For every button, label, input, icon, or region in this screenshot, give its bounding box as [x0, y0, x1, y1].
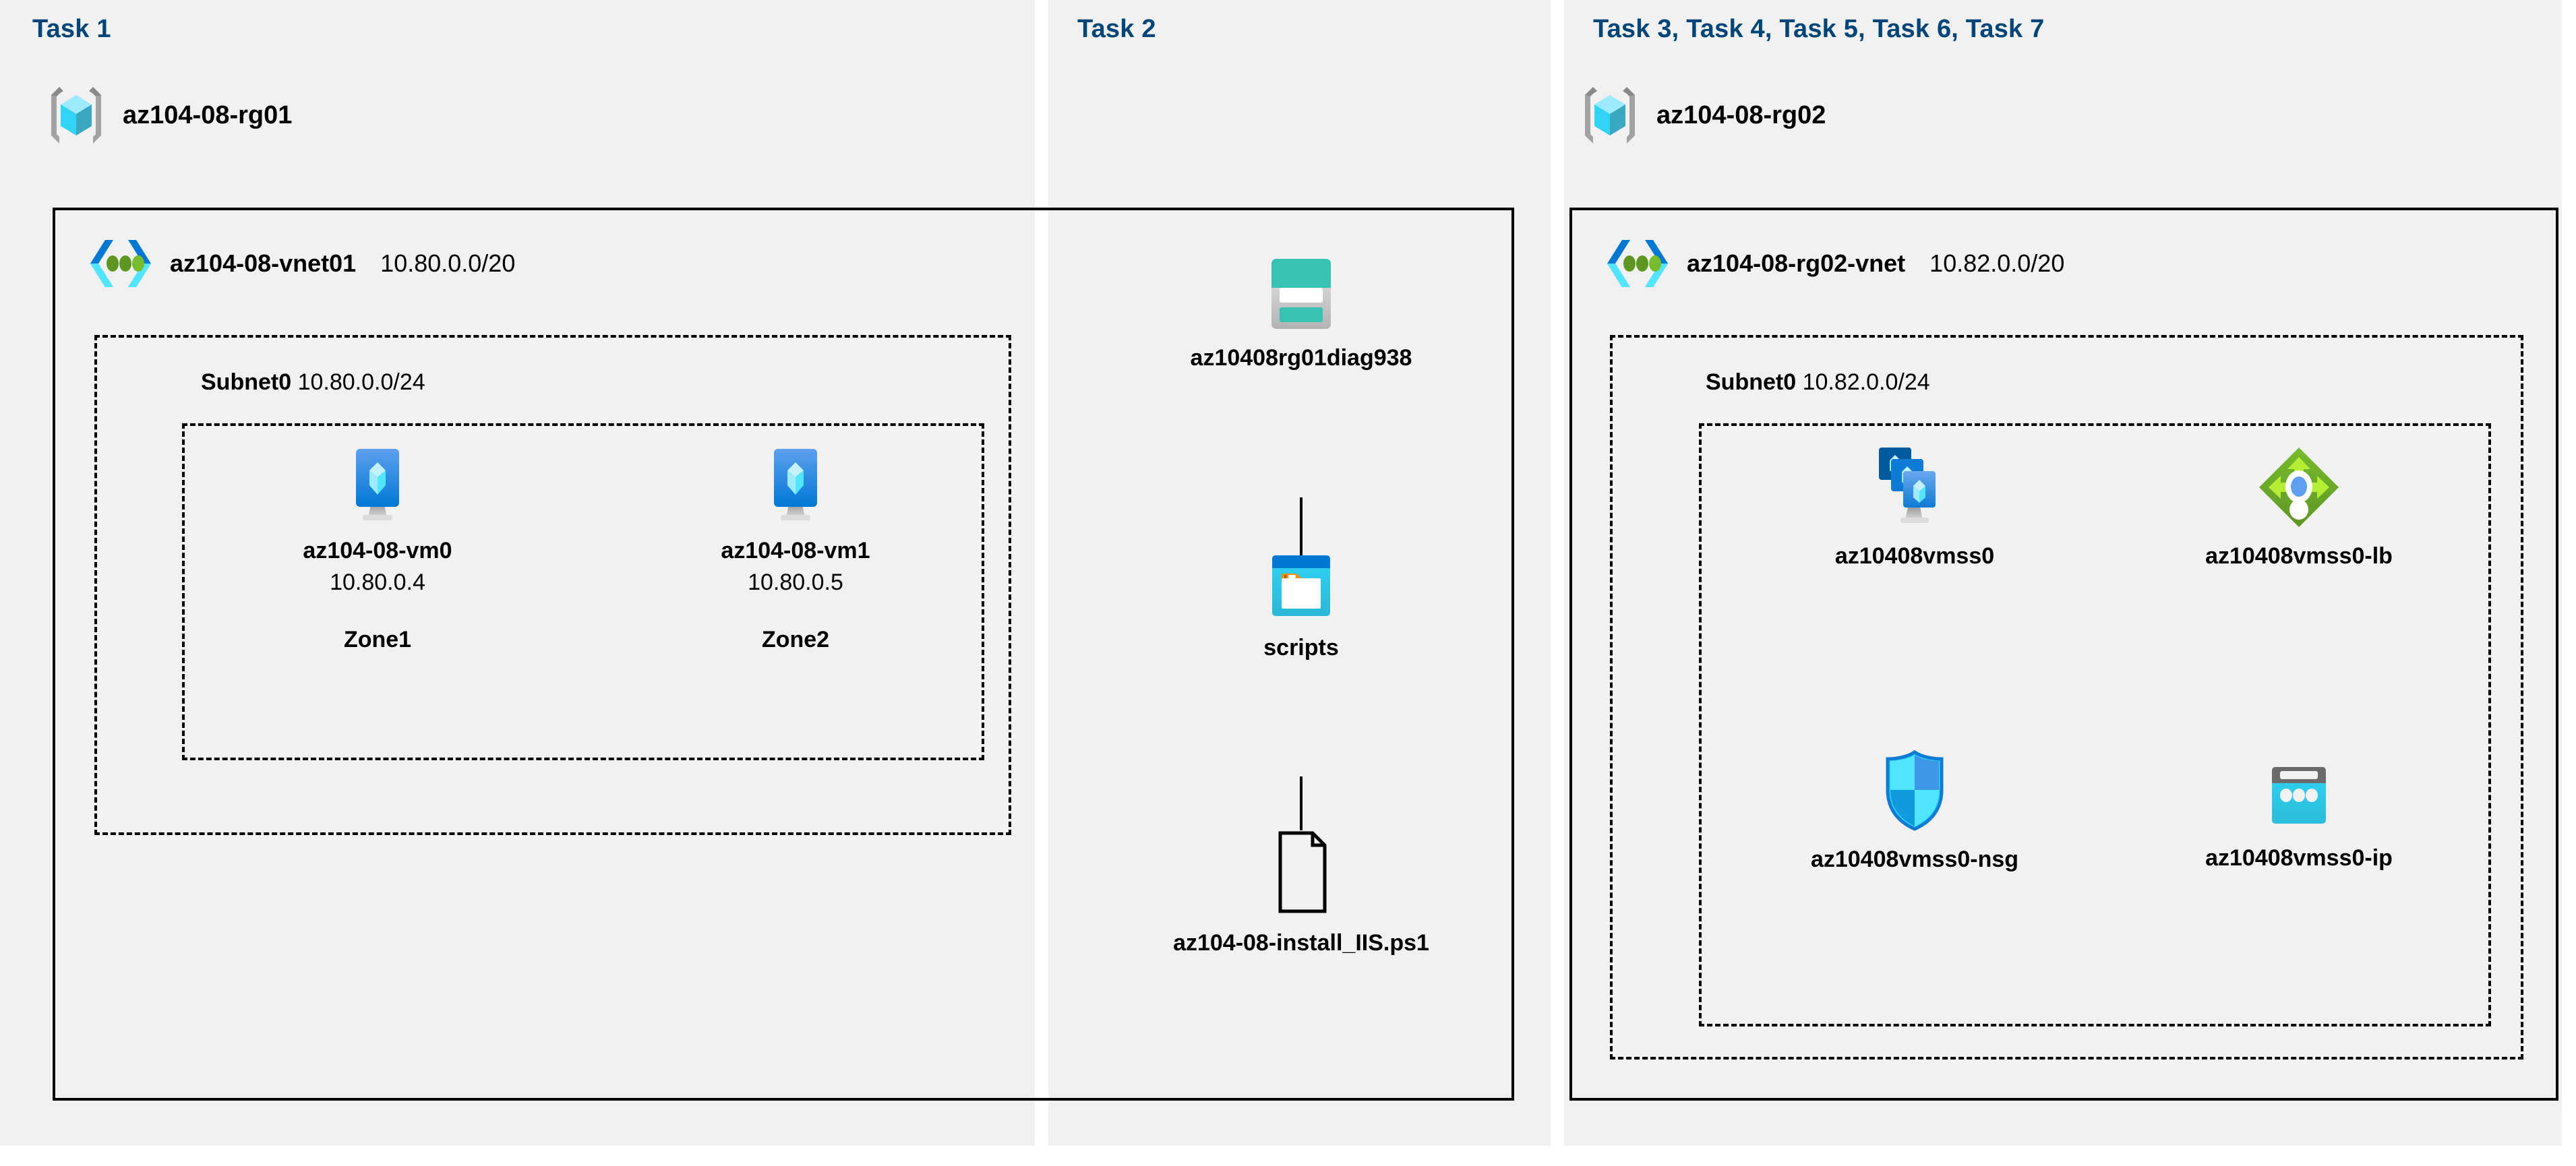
node-script-file[interactable]: az104-08-install_IIS.ps1	[1092, 829, 1510, 956]
node-vm1-zone: Zone2	[761, 627, 830, 652]
virtual-network-icon	[1605, 237, 1671, 290]
node-load-balancer-name: az10408vmss0-lb	[2205, 543, 2393, 569]
node-vm-scale-set-name: az10408vmss0	[1834, 543, 1995, 569]
resource-group-icon	[47, 84, 105, 146]
resource-group-row-rg02: az104-08-rg02	[1581, 84, 1826, 146]
node-blob-container[interactable]: scripts	[1146, 553, 1456, 661]
subnet-label-1: Subnet0 10.80.0.0/24	[201, 369, 425, 396]
node-vm0[interactable]: az104-08-vm0 10.80.0.4 Zone1	[263, 445, 492, 653]
subnet-label-2: Subnet0 10.82.0.0/24	[1706, 369, 1930, 396]
resource-group-label-rg01: az104-08-rg01	[123, 100, 293, 129]
public-ip-address-icon	[2264, 762, 2334, 832]
resource-group-row-rg01: az104-08-rg01	[47, 84, 292, 146]
subnet-cidr-1: 10.80.0.0/24	[297, 369, 425, 395]
vnet-name-2: az104-08-rg02-vnet	[1687, 249, 1906, 277]
virtual-machine-icon	[340, 445, 415, 524]
blob-container-icon	[1266, 553, 1336, 621]
network-security-group-icon	[1880, 748, 1950, 833]
connector-storage-to-scripts	[1300, 497, 1302, 557]
vnet-cidr-2: 10.82.0.0/20	[1929, 249, 2065, 277]
node-public-ip-address[interactable]: az10408vmss0-ip	[2151, 762, 2447, 871]
vnet-boundary-1	[53, 208, 1514, 1101]
node-public-ip-address-name: az10408vmss0-ip	[2205, 845, 2393, 871]
node-vm0-ip: 10.80.0.4	[330, 570, 425, 595]
vnet-cidr-1: 10.80.0.0/20	[380, 249, 516, 277]
node-vm1-name: az104-08-vm1	[721, 538, 870, 563]
node-network-security-group-name: az10408vmss0-nsg	[1810, 847, 2019, 872]
task-title-3: Task 3, Task 4, Task 5, Task 6, Task 7	[1593, 15, 2045, 43]
zone-group-boundary-1	[182, 423, 984, 760]
vnet-header-1: az104-08-vnet01 10.80.0.0/20	[88, 237, 515, 290]
vnet-name-1: az104-08-vnet01	[170, 249, 357, 277]
virtual-network-icon	[88, 237, 154, 290]
node-vm1[interactable]: az104-08-vm1 10.80.0.5 Zone2	[681, 445, 910, 653]
resource-group-boundary-inner-2	[1699, 423, 2491, 1026]
node-network-security-group[interactable]: az10408vmss0-nsg	[1766, 748, 2063, 873]
node-load-balancer[interactable]: az10408vmss0-lb	[2151, 445, 2447, 570]
script-file-icon	[1265, 829, 1337, 917]
node-vm-scale-set[interactable]: az10408vmss0	[1766, 445, 2063, 570]
subnet-name-1: Subnet0	[201, 369, 292, 395]
node-blob-container-name: scripts	[1263, 635, 1339, 661]
node-script-file-name: az104-08-install_IIS.ps1	[1173, 930, 1429, 956]
connector-scripts-to-script-file	[1300, 776, 1302, 830]
task-title-1: Task 1	[32, 15, 111, 43]
subnet-cidr-2: 10.82.0.0/24	[1802, 369, 1930, 395]
vnet-boundary-2	[1569, 208, 2558, 1101]
task-title-2: Task 2	[1077, 15, 1156, 43]
node-storage-account-name: az10408rg01diag938	[1190, 345, 1412, 371]
node-vm0-name: az104-08-vm0	[303, 538, 452, 563]
task-panel-3	[1564, 0, 2562, 1146]
subnet-name-2: Subnet0	[1706, 369, 1797, 395]
node-storage-account[interactable]: az10408rg01diag938	[1119, 256, 1483, 371]
subnet-boundary-1	[94, 335, 1011, 835]
virtual-machine-icon	[758, 445, 833, 524]
node-vm0-zone: Zone1	[343, 627, 412, 652]
subnet-boundary-2	[1610, 335, 2523, 1060]
load-balancer-icon	[2256, 445, 2341, 530]
node-vm1-ip: 10.80.0.5	[748, 570, 843, 595]
vm-scale-set-icon	[1869, 445, 1960, 530]
resource-group-label-rg02: az104-08-rg02	[1656, 100, 1826, 129]
vnet-header-2: az104-08-rg02-vnet 10.82.0.0/20	[1605, 237, 2064, 290]
storage-account-icon	[1266, 256, 1336, 332]
task-panel-1	[0, 0, 1035, 1146]
resource-group-icon	[1581, 84, 1639, 146]
